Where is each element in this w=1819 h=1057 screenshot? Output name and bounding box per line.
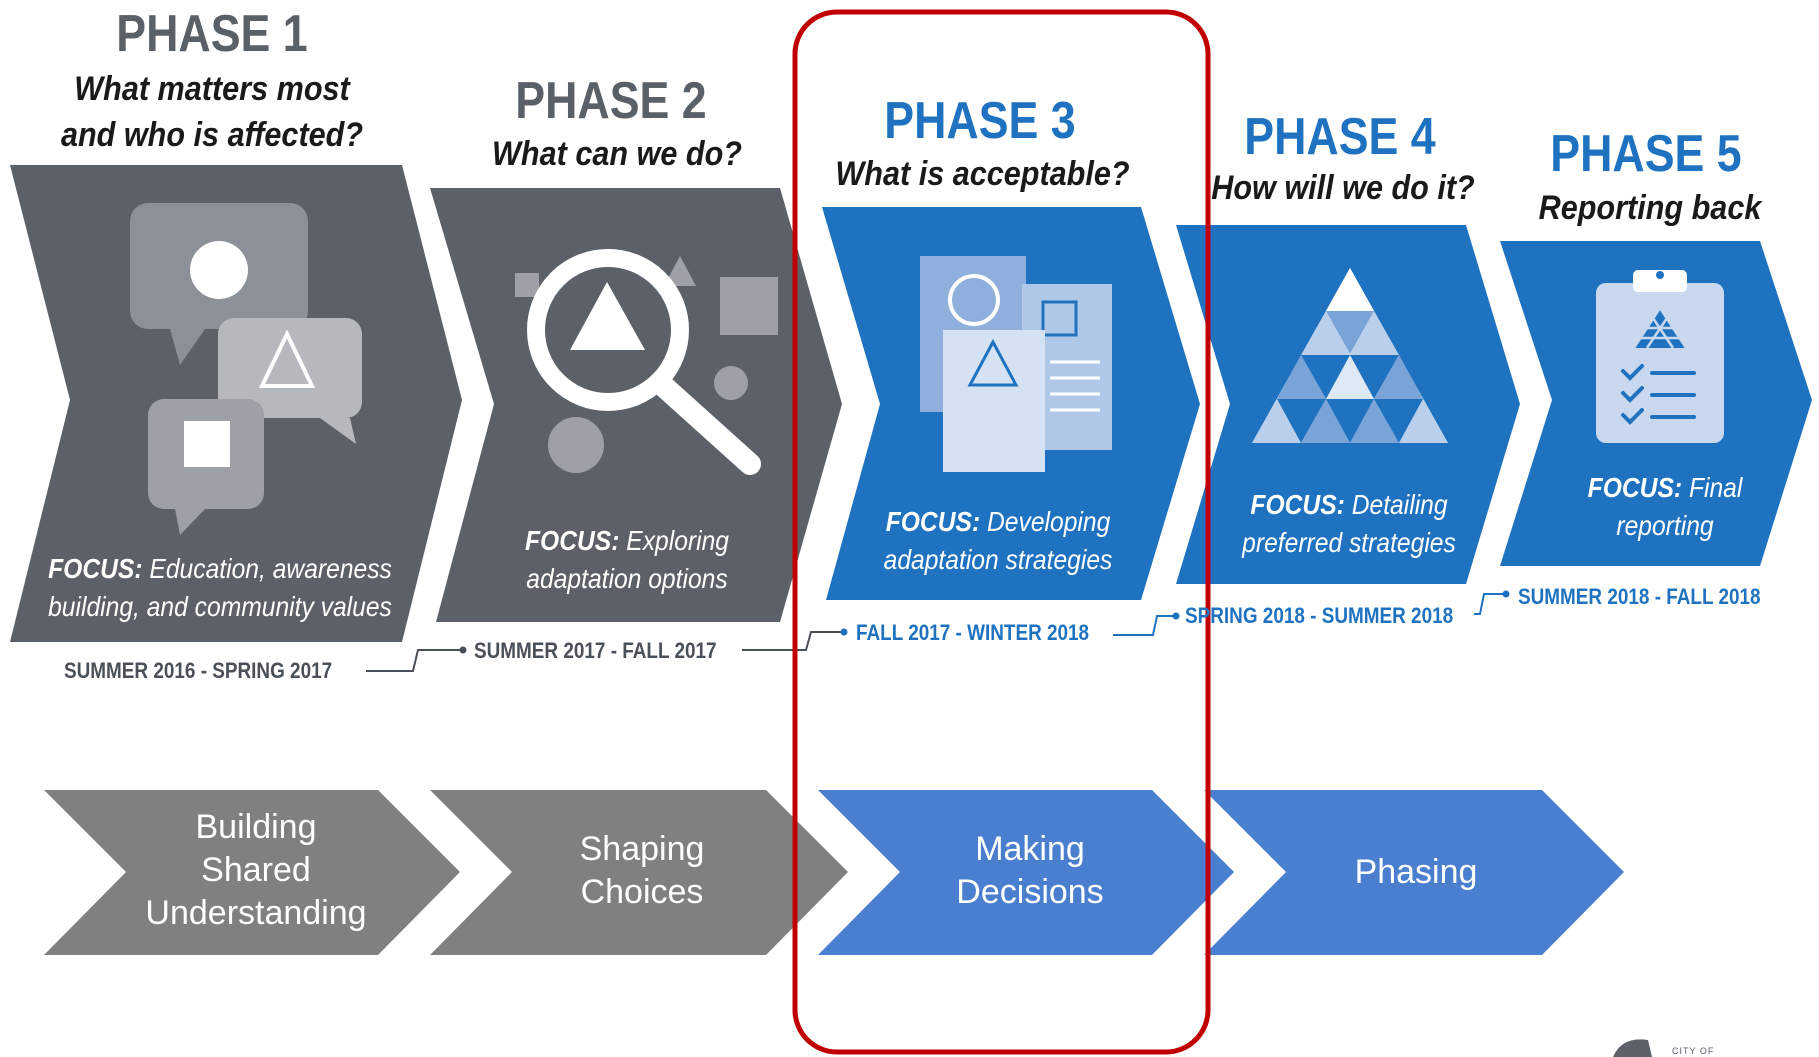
phase-1-focus-label: FOCUS: bbox=[48, 553, 143, 584]
step-2-chevron bbox=[430, 790, 848, 955]
phase-2-focus-label: FOCUS: bbox=[524, 525, 620, 556]
phase-2-question: What can we do? bbox=[492, 135, 742, 173]
documents-icon bbox=[920, 256, 1112, 472]
phase-1-question-line-2: and who is affected? bbox=[60, 116, 364, 154]
phase-1-dates: SUMMER 2016 - SPRING 2017 bbox=[64, 658, 333, 683]
triangle-pyramid-icon bbox=[1252, 268, 1448, 443]
step-3-label-line-1: Making bbox=[975, 830, 1085, 868]
phase-4-title: PHASE 4 bbox=[1244, 108, 1436, 166]
phase-4-focus: FOCUS: Detailing preferred strategies bbox=[1221, 486, 1476, 562]
phase-2-focus-line-1: Exploring bbox=[626, 525, 730, 556]
phase-5-title: PHASE 5 bbox=[1550, 125, 1742, 183]
phase-3-title: PHASE 3 bbox=[884, 92, 1076, 150]
phase-3-question: What is acceptable? bbox=[835, 155, 1130, 193]
timeline-connectors bbox=[366, 590, 1510, 672]
phase-3-focus: FOCUS: Developing adaptation strategies bbox=[866, 503, 1130, 579]
phase-5-focus-label: FOCUS: bbox=[1587, 472, 1683, 503]
step-1-label-line-1: Building bbox=[195, 808, 317, 846]
phase-1-question-line-1: What matters most bbox=[74, 70, 350, 108]
phase-3-highlight-frame bbox=[792, 9, 1211, 1055]
phase-2-dates: SUMMER 2017 - FALL 2017 bbox=[474, 638, 717, 663]
phase-3-dates: FALL 2017 - WINTER 2018 bbox=[856, 620, 1090, 645]
step-2-label: Shaping Choices bbox=[512, 828, 772, 914]
phase-3-focus-label: FOCUS: bbox=[885, 506, 981, 537]
phase-3-focus-line-2: adaptation strategies bbox=[883, 544, 1113, 575]
clipboard-checklist-icon bbox=[1596, 270, 1724, 443]
step-2-label-line-1: Shaping bbox=[579, 830, 705, 868]
phase-4-question: How will we do it? bbox=[1211, 169, 1475, 207]
phase-5-focus-line-2: reporting bbox=[1616, 510, 1714, 541]
phase-1-focus-line-2: building, and community values bbox=[48, 591, 392, 622]
phase-4-dates: SPRING 2018 - SUMMER 2018 bbox=[1185, 603, 1454, 628]
city-logo-text: CITY OF bbox=[1672, 1046, 1715, 1056]
step-4-label-line-1: Phasing bbox=[1354, 853, 1478, 891]
step-1-chevron bbox=[44, 790, 460, 955]
phase-2-focus-line-2: adaptation options bbox=[526, 563, 728, 594]
phase-5-focus: FOCUS: Final reporting bbox=[1555, 469, 1775, 545]
phase-2-title: PHASE 2 bbox=[515, 72, 707, 130]
phase-4-focus-line-2: preferred strategies bbox=[1242, 527, 1456, 558]
phase-4-focus-line-1: Detailing bbox=[1351, 489, 1448, 520]
step-4-chevron bbox=[1204, 790, 1624, 955]
phase-5-dates: SUMMER 2018 - FALL 2018 bbox=[1518, 584, 1761, 609]
phase-1-question: What matters most and who is affected? bbox=[41, 66, 383, 158]
phase-1-focus: FOCUS: Education, awareness building, an… bbox=[35, 550, 405, 626]
step-3-label-line-2: Decisions bbox=[956, 873, 1104, 911]
phase-2-focus: FOCUS: Exploring adaptation options bbox=[499, 522, 754, 598]
phase-3-focus-line-1: Developing bbox=[987, 506, 1111, 537]
phase-4-focus-label: FOCUS: bbox=[1250, 489, 1345, 520]
magnifier-icon bbox=[515, 249, 778, 475]
step-4-label: Phasing bbox=[1286, 851, 1546, 894]
speech-bubbles-icon bbox=[130, 203, 362, 535]
step-2-label-line-2: Choices bbox=[580, 873, 704, 911]
step-3-label: Making Decisions bbox=[900, 828, 1160, 914]
phase-5-focus-line-1: Final bbox=[1688, 472, 1743, 503]
phase-1-title: PHASE 1 bbox=[116, 5, 308, 63]
step-1-label-line-2: Shared bbox=[201, 851, 311, 889]
step-1-label-line-3: Understanding bbox=[145, 894, 367, 932]
phase-5-question: Reporting back bbox=[1538, 189, 1762, 227]
step-1-label: Building Shared Understanding bbox=[126, 806, 386, 935]
step-3-chevron bbox=[818, 790, 1234, 955]
city-logo-icon bbox=[1613, 1039, 1652, 1057]
phase-1-focus-line-1: Education, awareness bbox=[149, 553, 392, 584]
